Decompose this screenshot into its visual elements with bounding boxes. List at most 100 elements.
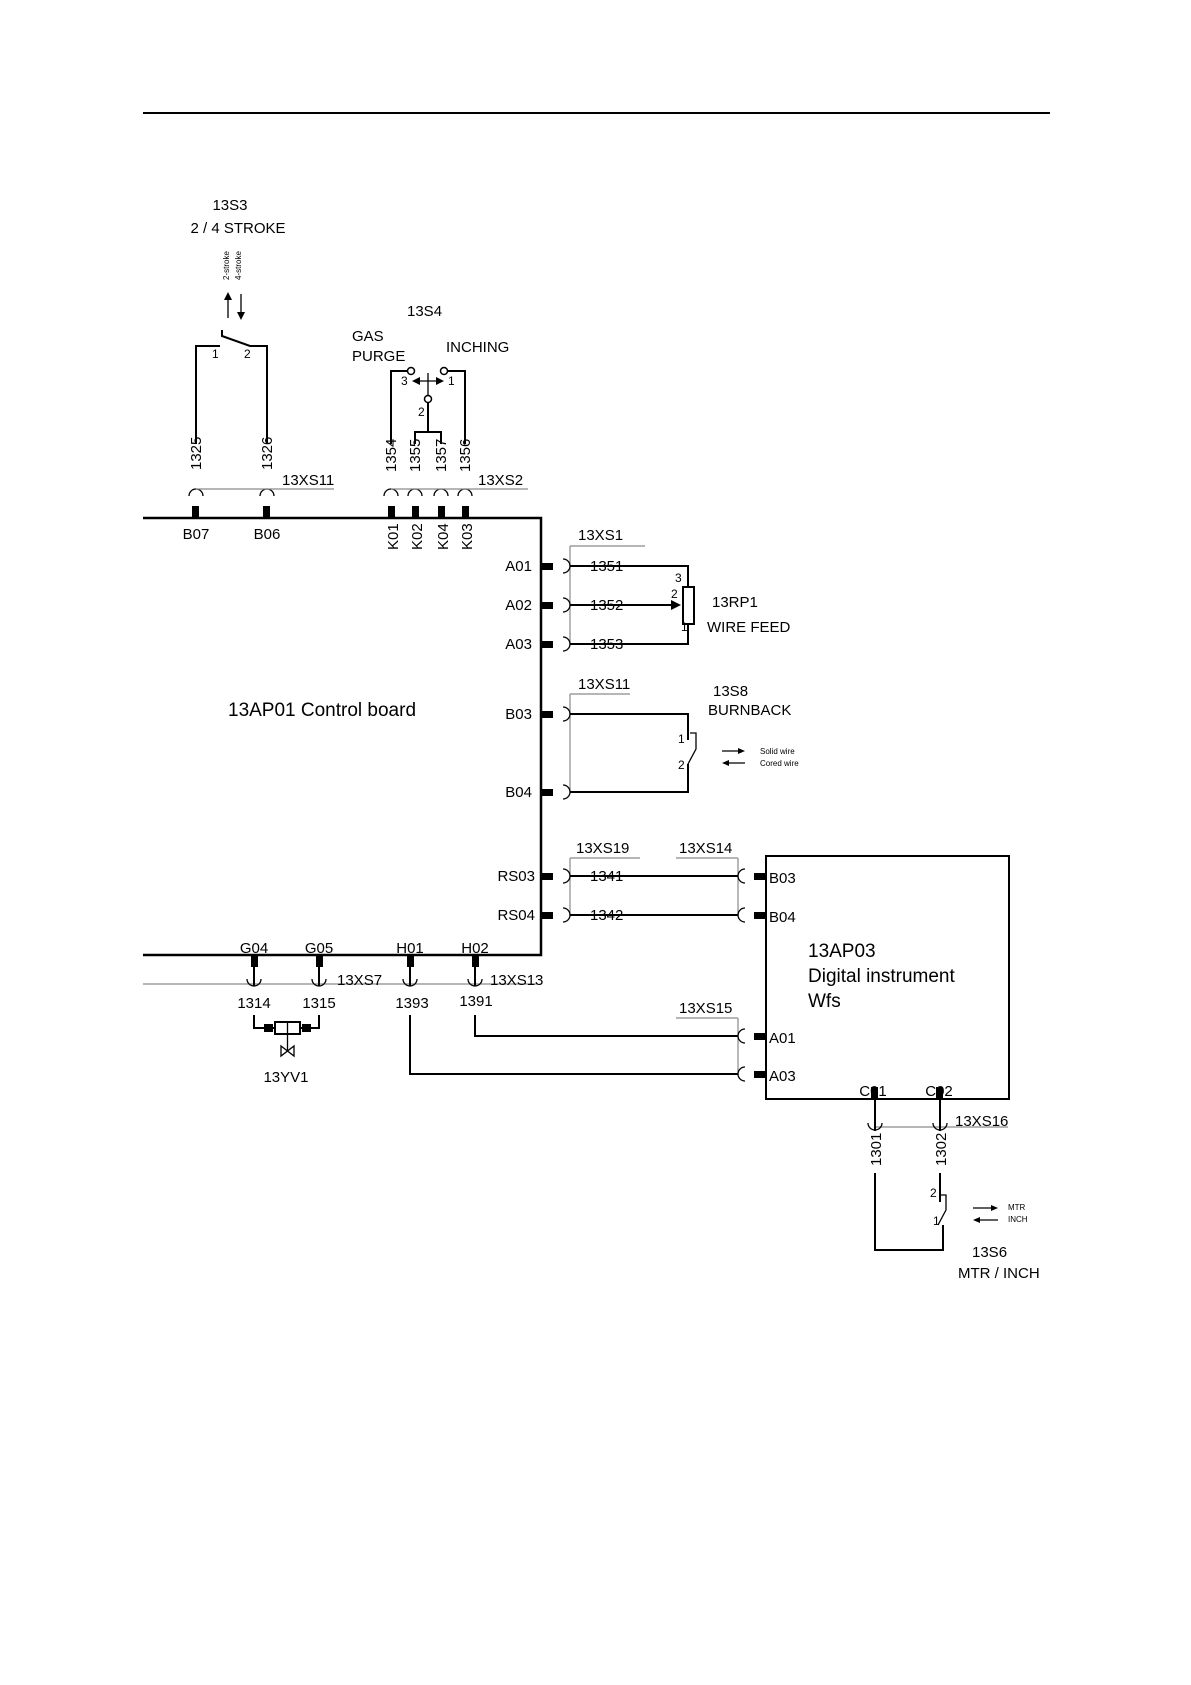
control-board-outline bbox=[143, 516, 543, 957]
wire-1326: 1326 bbox=[259, 437, 276, 470]
sockets-13xs14 bbox=[737, 868, 746, 923]
mtr-label: MTR bbox=[1008, 1203, 1026, 1212]
valve-icon bbox=[280, 1044, 295, 1058]
pin-ap03-a01 bbox=[754, 1033, 766, 1040]
s3-name: 2 / 4 STROKE bbox=[190, 220, 285, 237]
pin-ap03-b04-label: B04 bbox=[769, 909, 796, 926]
pin-k01-label: K01 bbox=[385, 523, 402, 550]
wire-1314: 1314 bbox=[237, 995, 270, 1012]
wire-1356: 1356 bbox=[457, 439, 474, 472]
wire-1302: 1302 bbox=[933, 1133, 950, 1166]
pin-k02-label: K02 bbox=[409, 523, 426, 550]
pin-ap03-a01-label: A01 bbox=[769, 1030, 796, 1047]
pin-a03 bbox=[541, 641, 553, 648]
connector-13xs16: 13XS16 bbox=[955, 1113, 1008, 1130]
pin-c01-label: C01 bbox=[859, 1083, 887, 1100]
pin-c02-label: C02 bbox=[925, 1083, 953, 1100]
s4-terminal-3: 3 bbox=[401, 374, 408, 388]
connector-13xs11-mid: 13XS11 bbox=[578, 676, 630, 693]
switch-13s3: 13S3 2 / 4 STROKE 2-stroke 4-stroke 1 2 bbox=[190, 197, 286, 444]
s3-position-b: 4-stroke bbox=[234, 251, 243, 280]
s3-terminal-2: 2 bbox=[244, 347, 251, 361]
connector-13xs2: 13XS2 bbox=[478, 472, 523, 489]
pin-ap03-a03-label: A03 bbox=[769, 1068, 796, 1085]
wire-1393-route bbox=[409, 1015, 738, 1075]
pin-h02-label: H02 bbox=[461, 940, 489, 957]
solid-wire-label: Solid wire bbox=[760, 747, 795, 756]
connector-13xs13: 13XS13 bbox=[490, 972, 543, 989]
inch-label: INCH bbox=[1008, 1215, 1028, 1224]
pin-b04 bbox=[541, 789, 553, 796]
s4-terminal-1: 1 bbox=[448, 374, 455, 388]
connector-13xs19: 13XS19 bbox=[576, 840, 629, 857]
valve-label: 13YV1 bbox=[263, 1069, 308, 1086]
pin-k04-label: K04 bbox=[435, 523, 452, 550]
pin-b03-label: B03 bbox=[505, 706, 532, 723]
sockets-13xs11 bbox=[562, 706, 571, 800]
inching-label: INCHING bbox=[446, 339, 509, 356]
wire-1351: 1351 bbox=[590, 558, 623, 575]
pin-g05 bbox=[316, 955, 323, 967]
rp1-terminal-1: 1 bbox=[681, 620, 688, 634]
s4-ref: 13S4 bbox=[407, 303, 442, 320]
ap03-line-1: Digital instrument bbox=[808, 966, 955, 987]
digital-instrument-box bbox=[765, 855, 1010, 1100]
s4-terminal-2: 2 bbox=[418, 405, 425, 419]
switch-13s4: 13S4 GAS PURGE INCHING 3 2 1 bbox=[352, 303, 509, 444]
wire-1391: 1391 bbox=[459, 993, 492, 1010]
s3-contacts bbox=[195, 330, 268, 444]
switch-13s6 bbox=[937, 1194, 947, 1226]
wire-1354: 1354 bbox=[383, 439, 400, 472]
pin-ap03-b03 bbox=[754, 873, 766, 880]
sockets-13xs19 bbox=[562, 868, 571, 923]
pin-b06-label: B06 bbox=[254, 526, 281, 543]
s8-name: BURNBACK bbox=[708, 702, 791, 719]
s3-terminal-1: 1 bbox=[212, 347, 219, 361]
wire-1315: 1315 bbox=[302, 995, 335, 1012]
s6-name: MTR / INCH bbox=[958, 1265, 1040, 1282]
pin-b07-label: B07 bbox=[183, 526, 210, 543]
pin-h01 bbox=[407, 955, 414, 967]
wire-1393: 1393 bbox=[395, 995, 428, 1012]
pin-k03 bbox=[462, 506, 469, 518]
pin-k01 bbox=[388, 506, 395, 518]
pin-k04 bbox=[438, 506, 445, 518]
cored-wire-label: Cored wire bbox=[760, 759, 799, 768]
sockets-13xs1 bbox=[562, 558, 571, 652]
potentiometer-13rp1 bbox=[682, 586, 695, 625]
s8-terminal-2: 2 bbox=[678, 758, 685, 772]
rp1-ref: 13RP1 bbox=[712, 594, 758, 611]
s8-ref: 13S8 bbox=[713, 683, 748, 700]
pin-b04-label: B04 bbox=[505, 784, 532, 801]
pin-rs04 bbox=[541, 912, 553, 919]
socket-1325 bbox=[188, 488, 204, 497]
pin-c02 bbox=[936, 1087, 943, 1099]
control-board-title: 13AP01 Control board bbox=[228, 700, 416, 721]
sockets-13xs15 bbox=[737, 1028, 746, 1082]
pin-ap03-b03-label: B03 bbox=[769, 870, 796, 887]
pin-a02 bbox=[541, 602, 553, 609]
rp1-name: WIRE FEED bbox=[707, 619, 791, 636]
pin-g05-label: G05 bbox=[305, 940, 333, 957]
connector-13xs1: 13XS1 bbox=[578, 527, 623, 544]
ap03-ref: 13AP03 bbox=[808, 941, 876, 962]
s3-position-a: 2-stroke bbox=[222, 251, 231, 280]
gas-valve-13yv1: 13YV1 bbox=[253, 1015, 320, 1086]
connector-13xs14: 13XS14 bbox=[679, 840, 732, 857]
pin-a02-label: A02 bbox=[505, 597, 532, 614]
switch-13s8 bbox=[687, 732, 697, 765]
pin-rs04-label: RS04 bbox=[497, 907, 535, 924]
pin-ap03-a03 bbox=[754, 1071, 766, 1078]
pin-ap03-b04 bbox=[754, 912, 766, 919]
wire-1357: 1357 bbox=[433, 439, 450, 472]
pin-k02 bbox=[412, 506, 419, 518]
pin-b06 bbox=[263, 506, 270, 518]
s8-terminal-1: 1 bbox=[678, 732, 685, 746]
pin-b03 bbox=[541, 711, 553, 718]
connector-13xs11-top: 13XS11 bbox=[282, 472, 334, 489]
connector-13xs15: 13XS15 bbox=[679, 1000, 732, 1017]
pin-h01-label: H01 bbox=[396, 940, 424, 957]
pin-a03-label: A03 bbox=[505, 636, 532, 653]
s6-terminal-2: 2 bbox=[930, 1186, 937, 1200]
pin-b07 bbox=[192, 506, 199, 518]
